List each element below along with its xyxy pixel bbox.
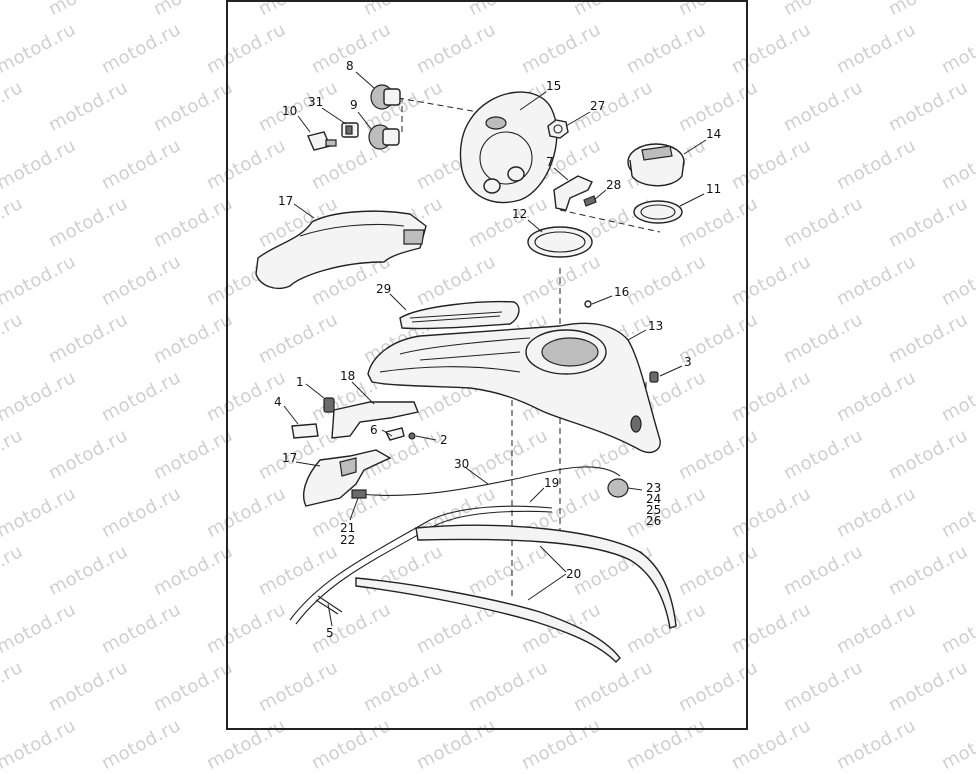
part-11-gasket [633, 200, 683, 224]
callout-1: 1 [296, 375, 304, 389]
part-30-wire [351, 466, 621, 499]
callout-21: 21 [340, 521, 355, 535]
part-18-bracket [331, 401, 419, 439]
callout-22: 22 [340, 533, 355, 547]
callout-15: 15 [546, 79, 561, 93]
diagram-frame [226, 0, 748, 730]
part-20-trim-strip-lower [355, 577, 621, 663]
part-15-fuel-door-plate [459, 91, 558, 204]
callout-29: 29 [376, 282, 391, 296]
callout-12: 12 [512, 207, 527, 221]
part-2-screw [408, 432, 416, 440]
callout-17-lower: 17 [282, 451, 297, 465]
part-17-upper-trim [255, 210, 427, 290]
part-17-lower-trim [302, 449, 392, 507]
callout-17-upper: 17 [278, 194, 293, 208]
callout-14: 14 [706, 127, 721, 141]
part-3-screw [649, 371, 659, 383]
callout-13: 13 [648, 319, 663, 333]
callout-8: 8 [346, 59, 354, 73]
callout-5: 5 [326, 626, 334, 640]
callout-24: 24 [646, 492, 661, 506]
part-6-clip [384, 427, 405, 441]
callout-30: 30 [454, 457, 469, 471]
part-16-pin [584, 300, 592, 308]
callout-20: 20 [566, 567, 581, 581]
callout-6: 6 [370, 423, 378, 437]
callout-28: 28 [606, 178, 621, 192]
part-1-bolt [323, 397, 335, 413]
callout-16: 16 [614, 285, 629, 299]
callout-4: 4 [274, 395, 282, 409]
part-28-screw [583, 195, 597, 207]
part-4-clip [291, 423, 319, 439]
callout-31: 31 [308, 95, 323, 109]
part-13-console [367, 322, 661, 454]
callout-19: 19 [544, 476, 559, 490]
part-8-switch [370, 84, 401, 110]
callout-3: 3 [684, 355, 692, 369]
exploded-parts-diagram: 1 2 3 4 5 6 7 8 9 10 11 12 13 14 15 16 1… [255, 59, 721, 663]
callout-9: 9 [350, 98, 358, 112]
part-10-key [307, 131, 337, 151]
callout-2: 2 [440, 433, 448, 447]
part-7-bracket [553, 175, 593, 211]
part-31-connector [341, 122, 359, 138]
part-5-cable-tie [315, 595, 343, 615]
part-12-ring [527, 226, 593, 258]
part-27-nut [547, 119, 569, 139]
part-20-trim-strip-upper [415, 524, 677, 629]
part-14-fuel-cap [627, 143, 685, 187]
callout-27: 27 [590, 99, 605, 113]
callout-10: 10 [282, 104, 297, 118]
part-23-connector [607, 478, 629, 498]
leader-lines [283, 71, 707, 627]
callout-26: 26 [646, 514, 661, 528]
callout-labels: 1 2 3 4 5 6 7 8 9 10 11 12 13 14 15 16 1… [274, 59, 721, 640]
part-29-pad [399, 300, 520, 330]
part-9-switch [368, 124, 400, 150]
callout-23: 23 [646, 481, 661, 495]
callout-7: 7 [546, 155, 554, 169]
callout-18: 18 [340, 369, 355, 383]
callout-11: 11 [706, 182, 721, 196]
callout-25: 25 [646, 503, 661, 517]
